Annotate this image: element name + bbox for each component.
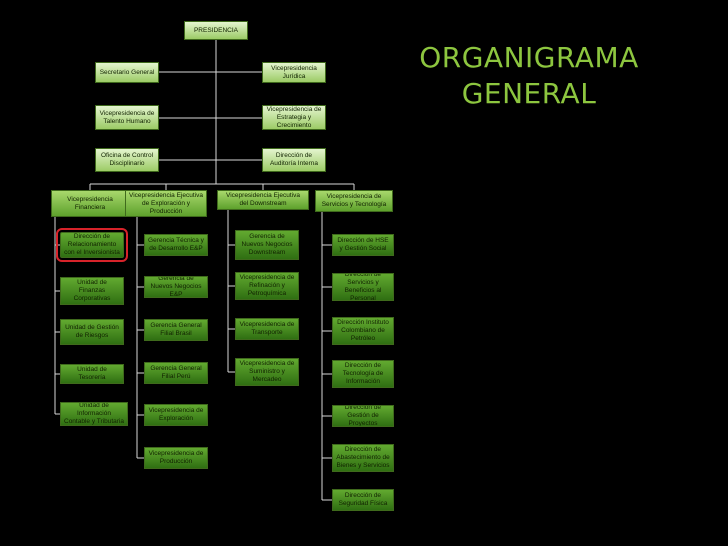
node-label: Vicepresidencia de Exploración [148, 407, 204, 422]
node-ep-filial-peru: Gerencia General Filial Perú [144, 362, 208, 384]
node-fin-relacionamiento: Dirección de Relacionamiento con el Inve… [56, 228, 128, 262]
node-dir-auditoria: Dirección de Auditoría Interna [262, 148, 326, 172]
node-ds-transporte: Vicepresidencia de Transporte [235, 318, 299, 340]
node-st-hse: Dirección de HSE y Gestión Social [332, 234, 394, 256]
node-vp-financiera: Vicepresidencia Financiera [51, 190, 129, 217]
node-label: Vicepresidencia de Servicios y Tecnologí… [321, 193, 387, 208]
node-label: Unidad de Tesorería [77, 366, 107, 381]
node-fin-informacion: Unidad de Información Contable y Tributa… [60, 402, 128, 426]
node-ep-produccion: Vicepresidencia de Producción [144, 447, 208, 469]
node-label: Gerencia de Nuevos Negocios Downstream [241, 233, 293, 256]
node-st-proyectos: Dirección de Gestión de Proyectos [332, 405, 394, 427]
title-line-2: GENERAL [461, 77, 597, 110]
node-label: Dirección de Relacionamiento con el Inve… [64, 233, 120, 256]
node-label: Secretario General [99, 68, 155, 76]
node-vp-juridica: Vicepresidencia Jurídica [262, 62, 326, 83]
page-title: ORGANIGRAMA GENERAL [398, 40, 660, 112]
node-ep-filial-brasil: Gerencia General Filial Brasil [144, 319, 208, 341]
node-presidencia: PRESIDENCIA [184, 21, 248, 40]
node-fin-riesgos: Unidad de Gestión de Riesgos [60, 319, 124, 345]
node-label: Unidad de Información Contable y Tributa… [64, 402, 124, 425]
node-label: Dirección de Seguridad Física [338, 492, 388, 507]
node-label: Gerencia General Filial Brasil [150, 322, 202, 337]
node-vp-exploracion-produccion: Vicepresidencia Ejecutiva de Exploración… [125, 190, 207, 217]
node-label: Vicepresidencia de Transporte [239, 321, 295, 336]
node-vp-servicios-tecnologia: Vicepresidencia de Servicios y Tecnologí… [315, 190, 393, 212]
node-fin-finanzas: Unidad de Finanzas Corporativas [60, 277, 124, 305]
node-st-seguridad-fisica: Dirección de Seguridad Física [332, 489, 394, 511]
node-label: Oficina de Control Disciplinario [100, 152, 154, 167]
node-oficina-control: Oficina de Control Disciplinario [95, 148, 159, 172]
node-label: Dirección de HSE y Gestión Social [337, 237, 389, 252]
node-ds-nuevos-negocios: Gerencia de Nuevos Negocios Downstream [235, 230, 299, 260]
node-st-tecnologia: Dirección de Tecnología de Información [332, 360, 394, 388]
node-label: Gerencia de Nuevos Negocios E&P [150, 276, 202, 298]
node-vp-downstream: Vicepresidencia Ejecutiva del Downstream [217, 190, 309, 210]
node-label: Gerencia Técnica y de Desarrollo E&P [148, 237, 204, 252]
node-label: Vicepresidencia Jurídica [271, 64, 317, 80]
node-label: Vicepresidencia de Refinación y Petroquí… [239, 274, 295, 297]
title-line-1: ORGANIGRAMA [419, 41, 639, 74]
node-label: PRESIDENCIA [193, 26, 239, 34]
node-st-instituto-petroleo: Dirección Instituto Colombiano de Petról… [332, 317, 394, 345]
node-label: Dirección de Gestión de Proyectos [344, 405, 382, 427]
node-label: Unidad de Finanzas Corporativas [73, 279, 111, 302]
node-ep-exploracion: Vicepresidencia de Exploración [144, 404, 208, 426]
node-label: Gerencia General Filial Perú [150, 365, 202, 380]
node-label: Dirección Instituto Colombiano de Petról… [337, 319, 389, 342]
node-label: Vicepresidencia de Suministro y Mercadeo [239, 360, 295, 383]
node-secretaria-general: Secretario General [95, 62, 159, 83]
node-st-servicios-personal: Dirección de Servicios y Beneficios al P… [332, 273, 394, 301]
node-st-abastecimiento: Dirección de Abastecimiento de Bienes y … [332, 444, 394, 472]
node-label: Dirección de Tecnología de Información [342, 362, 384, 385]
node-label: Dirección de Servicios y Beneficios al P… [344, 273, 382, 301]
node-fin-tesoreria: Unidad de Tesorería [60, 364, 124, 384]
node-ds-refinacion: Vicepresidencia de Refinación y Petroquí… [235, 272, 299, 300]
node-label: Vicepresidencia de Producción [148, 450, 204, 465]
node-vp-estrategia: Vicepresidencia de Estrategia y Crecimie… [262, 105, 326, 130]
node-ep-nuevos-negocios: Gerencia de Nuevos Negocios E&P [144, 276, 208, 298]
node-label: Unidad de Gestión de Riesgos [65, 324, 119, 339]
node-ep-tecnica: Gerencia Técnica y de Desarrollo E&P [144, 234, 208, 256]
node-label: Vicepresidencia Ejecutiva del Downstream [226, 192, 300, 207]
node-ds-suministro: Vicepresidencia de Suministro y Mercadeo [235, 358, 299, 386]
node-label: Vicepresidencia Financiera [67, 195, 113, 211]
node-label: Dirección de Auditoría Interna [269, 152, 319, 167]
node-vp-talento-humano: Vicepresidencia de Talento Humano [95, 105, 159, 130]
node-label: Vicepresidencia de Estrategia y Crecimie… [266, 105, 322, 129]
node-label: Vicepresidencia Ejecutiva de Exploración… [129, 191, 203, 215]
node-label: Dirección de Abastecimiento de Bienes y … [336, 446, 390, 469]
node-label: Vicepresidencia de Talento Humano [99, 109, 155, 125]
